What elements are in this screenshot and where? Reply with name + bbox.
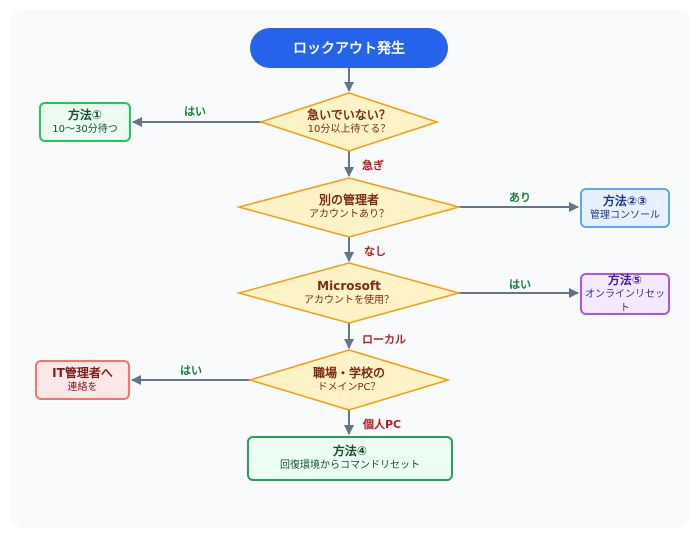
decision-3-title: Microsoft	[317, 278, 381, 293]
decision-2: 別の管理者 アカウントあり？	[269, 191, 429, 223]
edge-label-d3-no: ローカル	[362, 333, 406, 346]
decision-1: 急いでいない？ 10分以上待てる？	[269, 106, 429, 138]
edge-label-d1-yes: はい	[184, 105, 206, 118]
method1-title: 方法①	[67, 107, 103, 122]
method23-title: 方法②③	[602, 193, 648, 208]
method5-title: 方法⑤	[607, 272, 643, 287]
decision-4-title: 職場・学校の	[312, 365, 385, 380]
it-admin-sub: 連絡を	[67, 381, 98, 393]
decision-1-title: 急いでいない？	[307, 107, 391, 122]
outcome-method1: 方法① 10〜30分待つ	[39, 102, 131, 142]
edge-label-d3-yes: はい	[509, 278, 531, 291]
decision-diamond-1	[258, 92, 440, 152]
method4-title: 方法④	[332, 444, 368, 458]
method5-sub: オンラインリセット	[585, 288, 665, 314]
outcome-method4: 方法④ 回復環境からコマンドリセット	[247, 436, 453, 481]
outcome-method5: 方法⑤ オンラインリセット	[580, 273, 670, 315]
edge-label-d2-yes: あり	[509, 191, 531, 204]
method4-sub: 回復環境からコマンドリセット	[280, 460, 420, 471]
decision-3-sub: アカウントを使用？	[304, 294, 394, 306]
decision-2-title: 別の管理者	[318, 192, 379, 207]
it-admin-title: IT管理者へ	[52, 365, 113, 380]
decision-diamond-3	[236, 262, 462, 324]
edge-label-d4-yes: はい	[180, 364, 202, 377]
decision-1-sub: 10分以上待てる？	[307, 123, 391, 135]
decision-diamond-2	[236, 177, 462, 238]
decision-diamond-4	[247, 349, 451, 411]
start-node: ロックアウト発生	[250, 28, 448, 68]
decision-2-sub: アカウントあり？	[309, 208, 389, 220]
decision-3: Microsoft アカウントを使用？	[269, 277, 429, 309]
method23-sub: 管理コンソール	[590, 209, 660, 221]
decision-4: 職場・学校の ドメインPC？	[269, 364, 429, 396]
edge-label-d2-no: なし	[364, 245, 386, 258]
outcome-method23: 方法②③ 管理コンソール	[580, 188, 670, 228]
edge-label-d1-no: 急ぎ	[362, 159, 384, 172]
start-label: ロックアウト発生	[293, 41, 405, 57]
edge-label-d4-no: 個人PC	[363, 418, 402, 431]
outcome-it-admin: IT管理者へ 連絡を	[35, 360, 130, 400]
method1-sub: 10〜30分待つ	[52, 123, 118, 135]
decision-4-sub: ドメインPC？	[317, 381, 381, 393]
